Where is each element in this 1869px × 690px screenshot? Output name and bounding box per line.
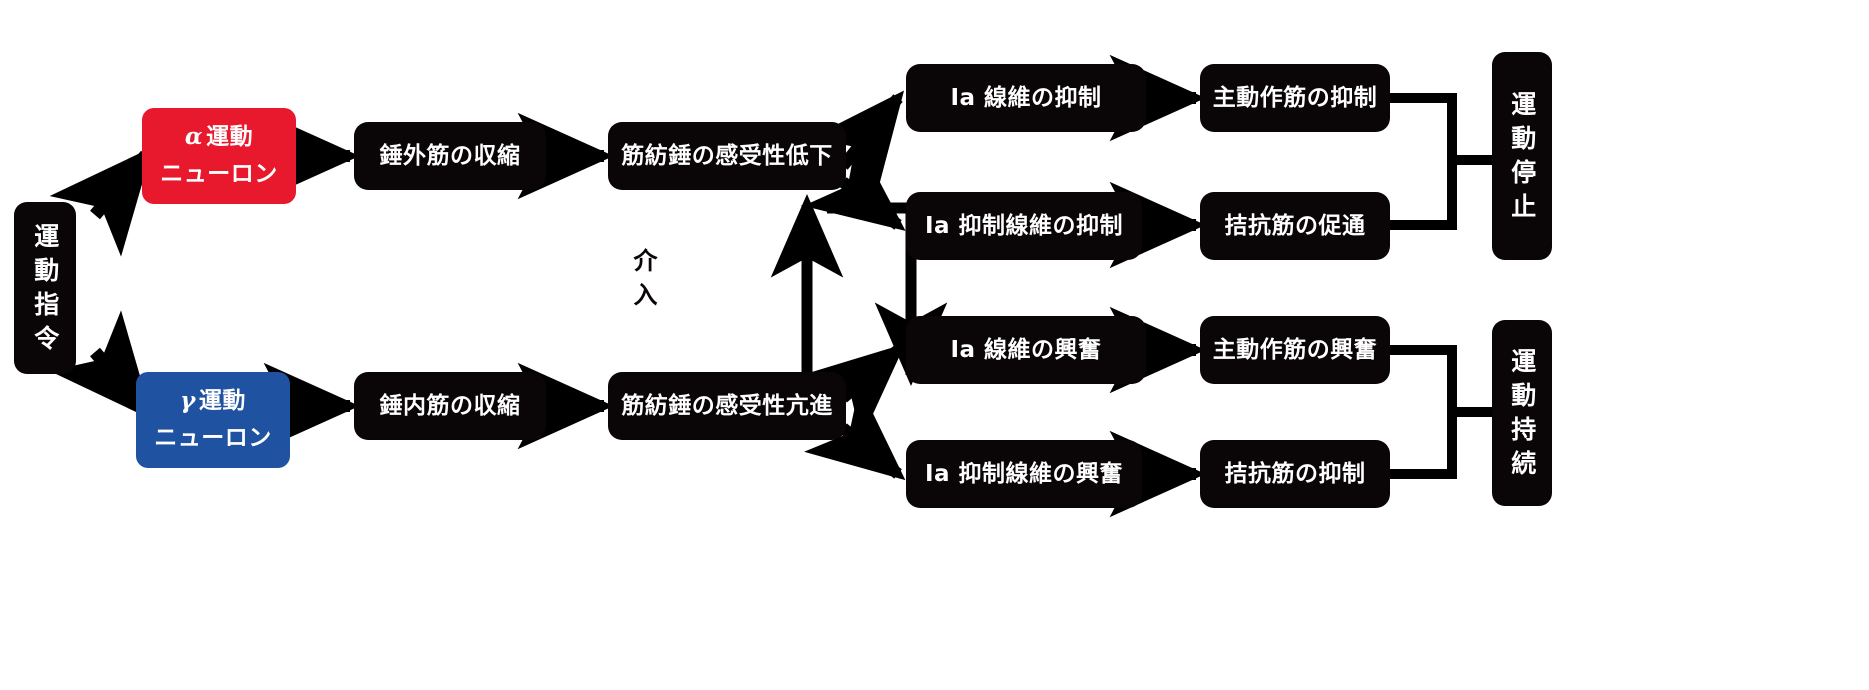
node-antagonist-inhibition-label: 拮抗筋の抑制 — [1224, 460, 1366, 487]
label-intervention-text: 介入 — [629, 248, 657, 316]
node-extrafusal-label: 錘外筋の収縮 — [379, 142, 521, 169]
node-intrafusal-contraction[interactable]: 錘内筋の収縮 — [354, 372, 546, 440]
node-motor-command[interactable]: 運動指令 — [14, 202, 76, 374]
node-antagonist-facilitation-label: 拮抗筋の促通 — [1224, 212, 1366, 239]
arrow-command-to-alpha — [49, 147, 153, 257]
node-intrafusal-label: 錘内筋の収縮 — [379, 392, 521, 419]
arrow-spindledown-to-ia-inhibition — [810, 90, 905, 193]
node-ia-inhib-fiber-excitation-label: Ⅰa 抑制線維の興奮 — [924, 460, 1124, 487]
node-gamma-line2: ニューロン — [154, 425, 272, 451]
node-antagonist-inhibition[interactable]: 拮抗筋の抑制 — [1200, 440, 1390, 508]
node-ia-fiber-excitation-label: Ⅰa 線維の興奮 — [950, 336, 1102, 363]
arrow-spindleup-to-iainhib-excitation — [804, 385, 906, 481]
node-extrafusal-contraction[interactable]: 錘外筋の収縮 — [354, 122, 546, 190]
node-spindle-sensitivity-increase[interactable]: 筋紡錘の感受性亢進 — [608, 372, 846, 440]
arrow-feedback-down — [827, 202, 948, 387]
node-motion-stop-label: 運動停止 — [1507, 91, 1537, 227]
node-motion-continue-label: 運動持続 — [1507, 348, 1537, 484]
wire-antagonist-facil-to-junction — [1390, 160, 1457, 230]
node-alpha-line2: ニューロン — [160, 161, 278, 187]
node-spindle-down-label: 筋紡錘の感受性低下 — [621, 142, 833, 169]
node-spindle-sensitivity-decrease[interactable]: 筋紡錘の感受性低下 — [608, 122, 846, 190]
label-intervention: 介入 — [626, 248, 661, 316]
node-motion-stop[interactable]: 運動停止 — [1492, 52, 1552, 260]
node-ia-inhibitory-fiber-inhibition[interactable]: Ⅰa 抑制線維の抑制 — [906, 192, 1142, 260]
node-motion-continue[interactable]: 運動持続 — [1492, 320, 1552, 506]
node-antagonist-facilitation[interactable]: 拮抗筋の促通 — [1200, 192, 1390, 260]
node-ia-fiber-inhibition[interactable]: Ⅰa 線維の抑制 — [906, 64, 1146, 132]
node-spindle-up-label: 筋紡錘の感受性亢進 — [621, 392, 833, 419]
node-agonist-inhibition[interactable]: 主動作筋の抑制 — [1200, 64, 1390, 132]
node-motor-command-label: 運動指令 — [30, 223, 60, 359]
node-agonist-excitation[interactable]: 主動作筋の興奮 — [1200, 316, 1390, 384]
node-agonist-inhibition-label: 主動作筋の抑制 — [1212, 84, 1378, 111]
wire-agonist-exc-to-junction — [1390, 345, 1457, 412]
node-ia-inhib-fiber-inhibition-label: Ⅰa 抑制線維の抑制 — [924, 212, 1124, 239]
node-ia-fiber-inhibition-label: Ⅰa 線維の抑制 — [950, 84, 1102, 111]
node-ia-inhibitory-fiber-excitation[interactable]: Ⅰa 抑制線維の興奮 — [906, 440, 1142, 508]
arrow-spindleup-to-ia-excitation — [804, 343, 906, 440]
node-ia-fiber-excitation[interactable]: Ⅰa 線維の興奮 — [906, 316, 1146, 384]
wire-agonist-inhib-to-junction — [1390, 93, 1457, 160]
arrow-spindledown-to-iainhib-inhibition — [803, 137, 906, 231]
wire-antagonist-inhib-to-junction — [1390, 412, 1457, 479]
node-agonist-excitation-label: 主動作筋の興奮 — [1212, 336, 1378, 363]
